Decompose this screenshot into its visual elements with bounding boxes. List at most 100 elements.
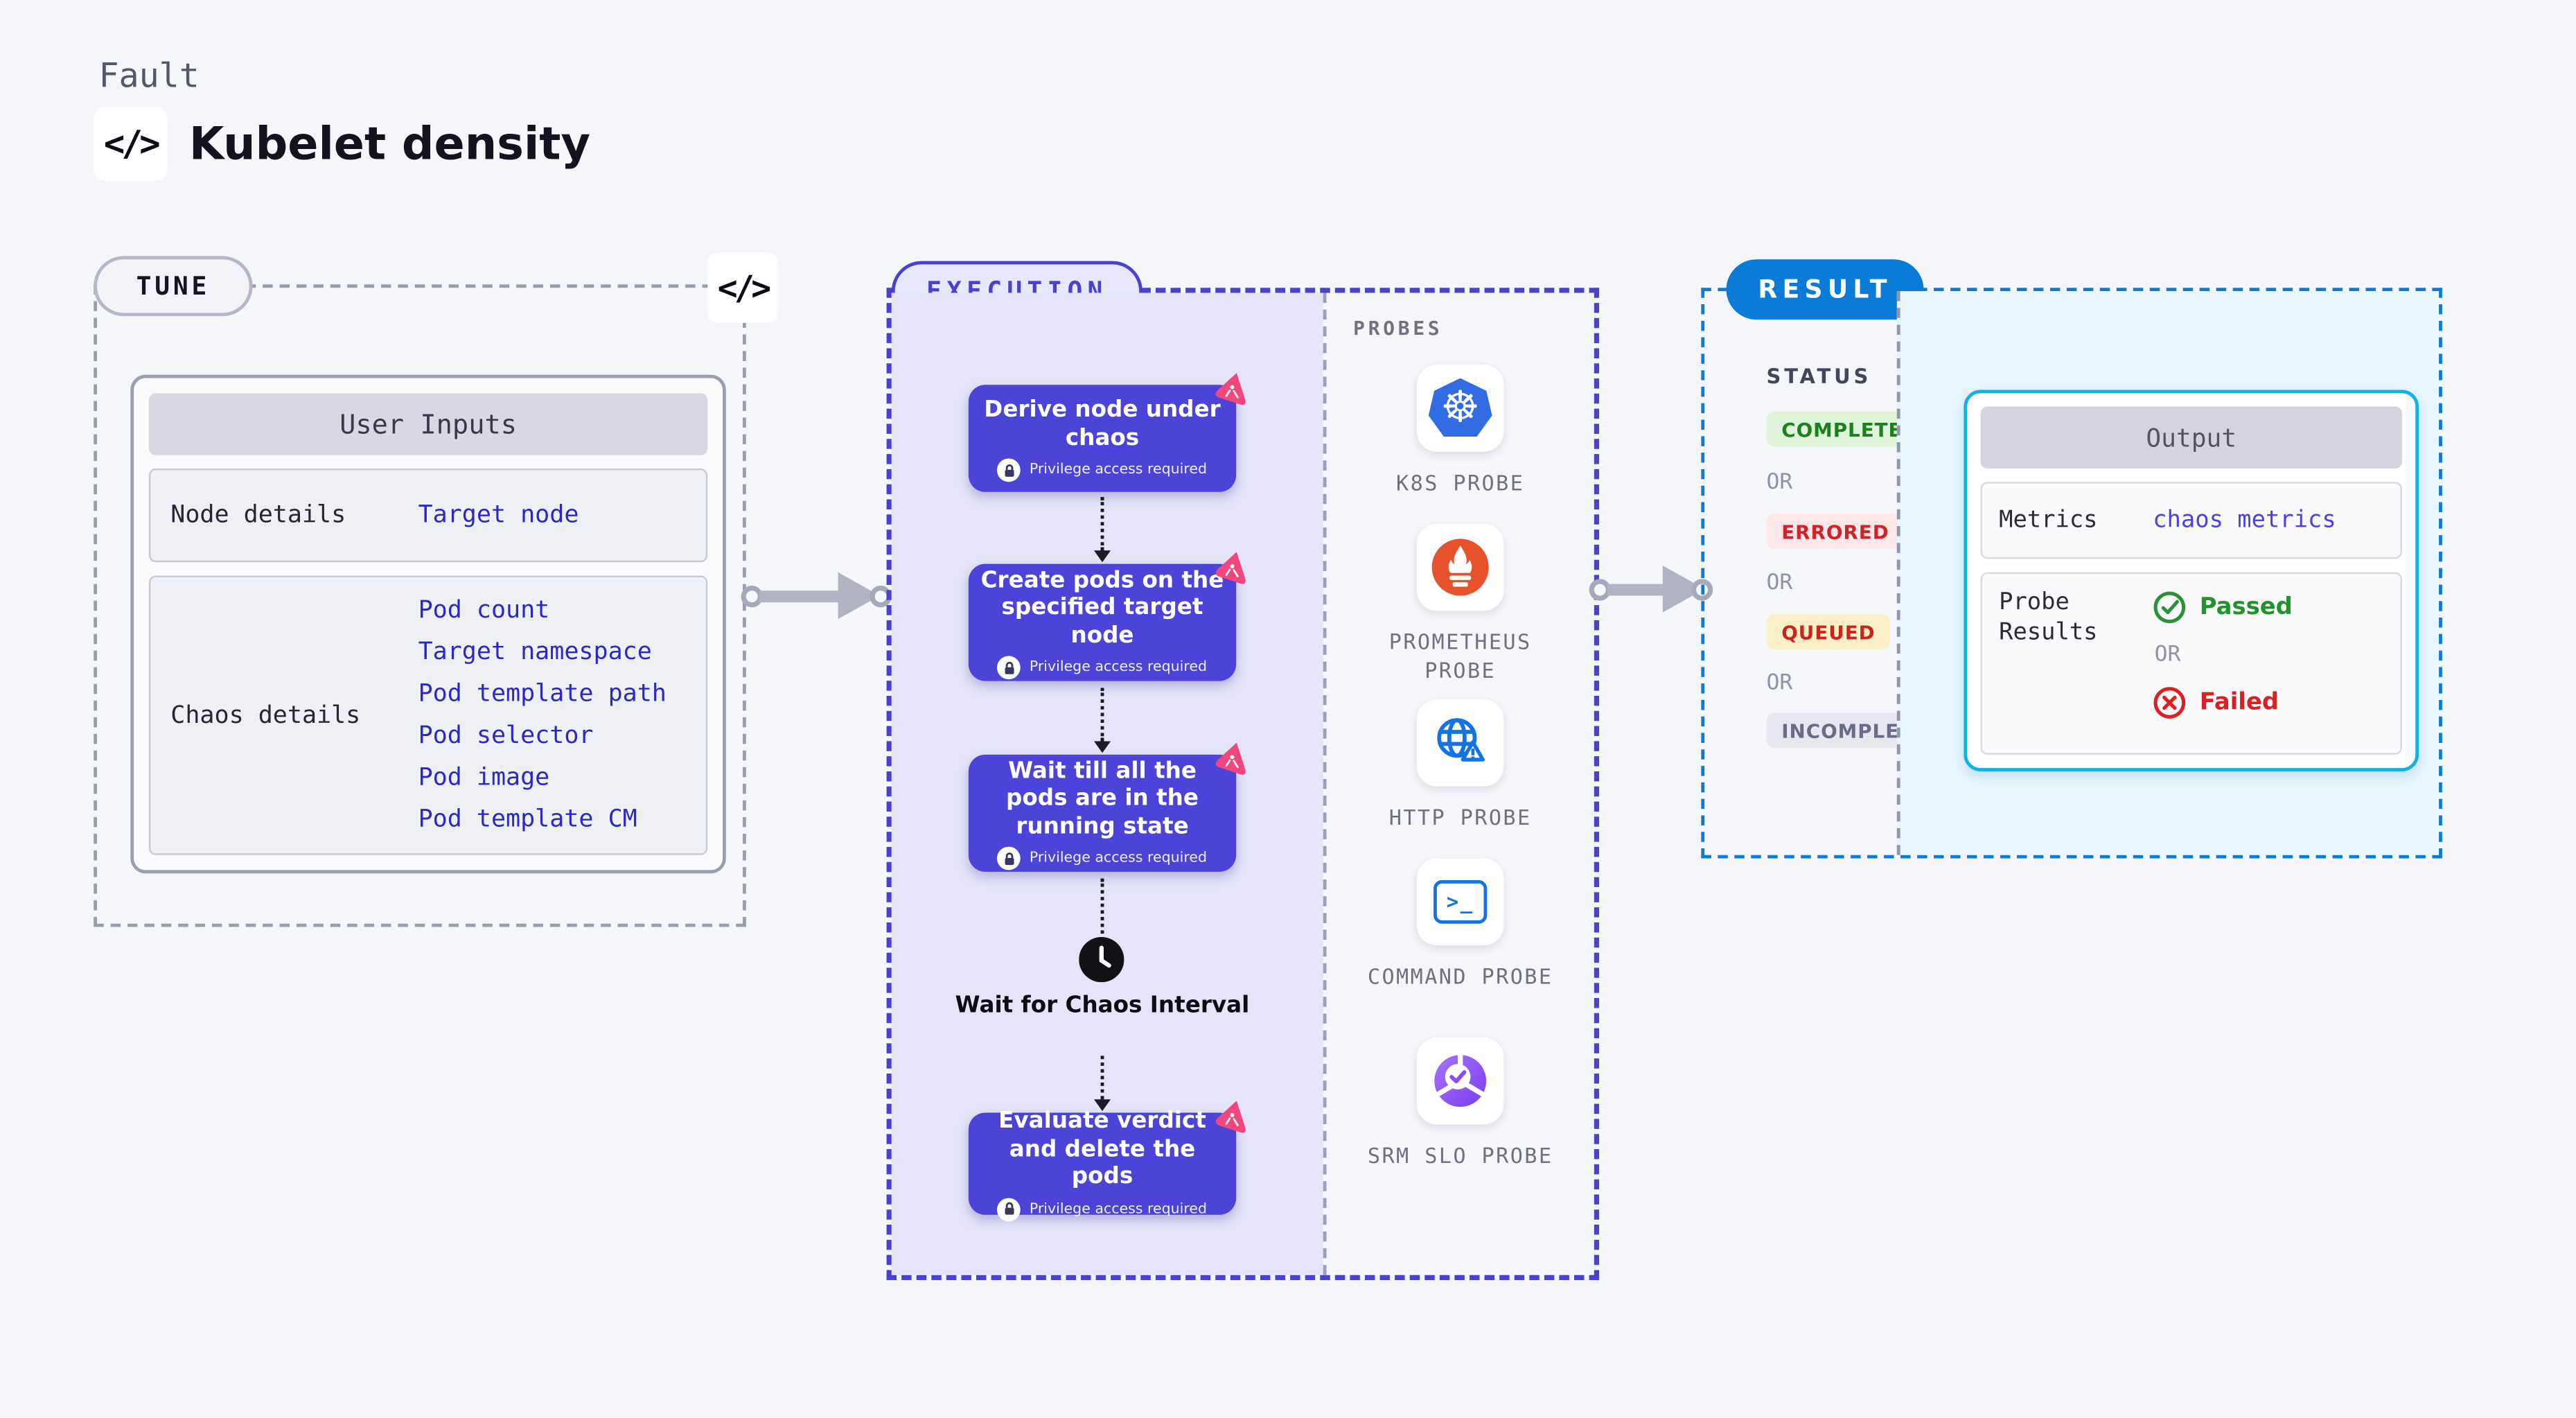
http-globe-warning-icon: [1437, 718, 1485, 762]
connector-line: [1100, 1056, 1104, 1100]
probe-results-label: Probe Results: [1999, 588, 2098, 646]
probe-prometheus: PROMETHEUS PROBE: [1327, 523, 1594, 685]
arrow-tune-to-execution: [741, 572, 892, 620]
arrow-execution-to-result: [1589, 566, 1713, 613]
lock-icon: [997, 458, 1021, 482]
row-label: Node details: [170, 502, 346, 529]
or-label: OR: [2154, 642, 2181, 668]
probe-label: HTTP PROBE: [1388, 805, 1532, 830]
status-badge-errored: ERRORED: [1766, 514, 1905, 549]
probe-k8s: ☸ K8S PROBE: [1327, 365, 1594, 497]
probe-label: SRM SLO PROBE: [1367, 1142, 1553, 1168]
probe-http: HTTP PROBE: [1327, 699, 1594, 832]
arrow-shaft: [759, 590, 842, 602]
row-label: Chaos details: [170, 701, 361, 729]
metrics-label: Metrics: [1999, 507, 2098, 534]
x-circle-icon: [2153, 687, 2186, 719]
connector-arrowhead: [1093, 550, 1111, 563]
user-inputs-header: User Inputs: [148, 393, 708, 455]
link-target-node[interactable]: Target node: [418, 502, 579, 529]
or-label: OR: [1766, 671, 1793, 697]
probe-label: PROMETHEUS PROBE: [1388, 629, 1532, 683]
execution-section: EXECUTION Derive node under chaos Privil…: [886, 261, 1600, 1280]
probe-tile: [1416, 1037, 1504, 1125]
status-heading: STATUS: [1766, 365, 1872, 389]
probe-srm-slo: SRM SLO PROBE: [1327, 1037, 1594, 1170]
probe-command: >_ COMMAND PROBE: [1327, 858, 1594, 991]
probes-panel: PROBES ☸ K8S PROBE PROMETHEUS PROBE: [1323, 292, 1594, 1275]
output-header: Output: [1980, 406, 2402, 469]
check-circle-icon: [2153, 591, 2186, 624]
step-derive-node: Derive node under chaos Privilege access…: [968, 373, 1246, 492]
lock-icon: [997, 847, 1021, 871]
status-column: STATUS COMPLETED OR ERRORED OR QUEUED OR…: [1704, 291, 1959, 855]
probe-label: K8S PROBE: [1396, 470, 1525, 496]
privilege-badge: Privilege access required: [997, 847, 1208, 871]
execution-flow: Derive node under chaos Privilege access…: [891, 292, 1323, 1275]
page-title: Kubelet density: [188, 118, 590, 170]
link-target-namespace[interactable]: Target namespace: [418, 639, 652, 666]
or-label: OR: [1766, 570, 1793, 596]
connector-arrowhead: [1093, 1099, 1111, 1112]
output-row-metrics: Metrics chaos metrics: [1980, 482, 2402, 559]
step-title: Create pods on the specified target node: [980, 566, 1224, 649]
privilege-badge: Privilege access required: [997, 1198, 1208, 1221]
or-label: OR: [1766, 470, 1793, 496]
status-badge-queued: QUEUED: [1766, 614, 1891, 649]
step-create-pods: Create pods on the specified target node…: [968, 552, 1246, 681]
chaos-logo-icon: [1215, 1101, 1246, 1133]
fault-kicker: Fault: [98, 55, 200, 96]
lock-icon: [997, 1198, 1021, 1221]
connector-line: [1100, 497, 1104, 551]
verdict-passed: Passed: [2153, 590, 2293, 624]
srm-slo-icon: [1434, 1055, 1487, 1108]
privilege-label: Privilege access required: [1029, 1200, 1208, 1218]
failed-label: Failed: [2199, 689, 2279, 717]
link-pod-count[interactable]: Pod count: [418, 597, 550, 624]
passed-label: Passed: [2199, 594, 2293, 621]
privilege-badge: Privilege access required: [997, 458, 1208, 482]
lock-icon: [997, 656, 1021, 680]
chaos-metrics-link[interactable]: chaos metrics: [2153, 507, 2336, 534]
privilege-badge: Privilege access required: [997, 656, 1208, 680]
result-pill: RESULT: [1726, 259, 1924, 320]
privilege-label: Privilege access required: [1029, 462, 1208, 479]
step-wait-pods-running: Wait till all the pods are in the runnin…: [968, 742, 1246, 872]
wait-for-chaos-interval-label: Wait for Chaos Interval: [955, 992, 1250, 1019]
tune-section: TUNE </> User Inputs Node details Target…: [94, 252, 778, 927]
link-pod-template-path[interactable]: Pod template path: [418, 681, 667, 708]
kubernetes-icon: ☸: [1428, 378, 1492, 437]
link-pod-template-cm[interactable]: Pod template CM: [418, 806, 637, 834]
chaos-logo-icon: [1215, 742, 1246, 775]
verdicts: Passed OR Failed: [2153, 587, 2293, 719]
connector-line: [1100, 688, 1104, 742]
privilege-label: Privilege access required: [1029, 850, 1208, 868]
page-header: </> Kubelet density: [94, 107, 590, 181]
code-icon: </>: [94, 107, 168, 181]
clock-icon: [1079, 937, 1124, 983]
probe-tile: [1416, 523, 1504, 611]
user-inputs-table: User Inputs Node details Target node Cha…: [130, 374, 726, 874]
tune-pill: TUNE: [94, 256, 253, 317]
prometheus-icon: [1431, 539, 1489, 596]
manifest-code-icon: </>: [707, 252, 778, 323]
link-pod-selector[interactable]: Pod selector: [418, 722, 594, 750]
chaos-logo-icon: [1215, 552, 1246, 584]
step-title: Wait till all the pods are in the runnin…: [1006, 758, 1199, 840]
connector-arrowhead: [1093, 741, 1111, 753]
probe-tile: >_: [1416, 858, 1504, 946]
table-row-node-details: Node details Target node: [148, 469, 708, 563]
privilege-label: Privilege access required: [1029, 659, 1208, 676]
probe-tile: ☸: [1416, 365, 1504, 452]
output-row-probe-results: Probe Results Passed OR: [1980, 572, 2402, 755]
verdict-failed: Failed: [2153, 686, 2293, 719]
step-evaluate-verdict: Evaluate verdict and delete the pods Pri…: [968, 1101, 1246, 1221]
step-title: Derive node under chaos: [984, 396, 1221, 451]
table-row-chaos-details: Chaos details Pod count Target namespace…: [148, 575, 708, 855]
link-pod-image[interactable]: Pod image: [418, 764, 550, 791]
probe-label: COMMAND PROBE: [1367, 963, 1553, 989]
chaos-logo-icon: [1215, 373, 1246, 405]
result-output-area: Output Metrics chaos metrics Probe Resul…: [1896, 291, 2440, 855]
probes-heading: PROBES: [1353, 316, 1443, 340]
output-table: Output Metrics chaos metrics Probe Resul…: [1964, 389, 2419, 771]
